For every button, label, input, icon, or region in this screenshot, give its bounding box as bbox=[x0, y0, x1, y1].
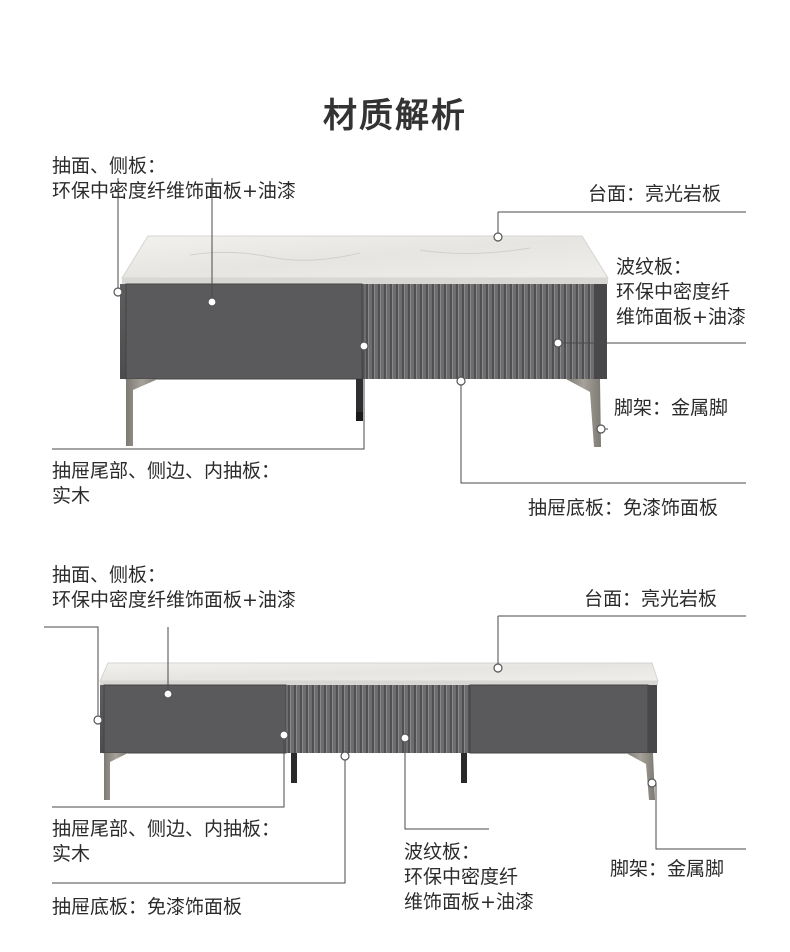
coffee-table-illustration bbox=[52, 178, 746, 484]
tv-cabinet-drawer-right bbox=[469, 684, 649, 754]
s2-drawer-back-line1: 抽屉尾部、侧边、内抽板： bbox=[52, 818, 281, 840]
s1-drawer-back-label: 抽屉尾部、侧边、内抽板： 实木 bbox=[52, 459, 280, 509]
s2-ribbed-label: 波纹板： 环保中密度纤 维饰面板+油漆 bbox=[404, 840, 534, 915]
s1-ribbed-line2: 环保中密度纤 bbox=[616, 281, 731, 303]
coffee-table-top bbox=[121, 235, 609, 279]
s1-drawer-back-line2: 实木 bbox=[52, 485, 91, 507]
s1-ribbed-line1: 波纹板： bbox=[616, 256, 693, 278]
s2-ribbed-line3: 维饰面板+油漆 bbox=[404, 891, 534, 913]
s2-drawer-bottom-label: 抽屉底板：免漆饰面板 bbox=[52, 896, 243, 918]
s2-drawer-back-label: 抽屉尾部、侧边、内抽板： 实木 bbox=[52, 817, 280, 867]
s1-top-label: 台面：亮光岩板 bbox=[588, 183, 722, 205]
s2-drawer-back-line2: 实木 bbox=[52, 843, 91, 865]
s1-drawer-back-line1: 抽屉尾部、侧边、内抽板： bbox=[52, 460, 281, 482]
tv-cabinet-ribbed-panel bbox=[286, 685, 470, 753]
tv-cabinet-drawer-left bbox=[103, 684, 287, 754]
s2-front-side-line1: 抽面、侧板： bbox=[52, 564, 167, 586]
coffee-table-top-edge bbox=[122, 278, 608, 284]
tv-cabinet-illustration bbox=[44, 615, 746, 884]
s2-ribbed-line2: 环保中密度纤 bbox=[404, 866, 519, 888]
coffee-table-leg-right bbox=[566, 379, 601, 447]
s2-top-label: 台面：亮光岩板 bbox=[584, 588, 718, 610]
tv-cabinet-top bbox=[99, 662, 659, 682]
s1-legs-label: 脚架：金属脚 bbox=[614, 397, 729, 419]
tv-cabinet-leg-right bbox=[626, 753, 655, 800]
page-title: 材质解析 bbox=[323, 96, 467, 136]
tv-cabinet-leg-left bbox=[104, 753, 128, 800]
coffee-table-ribbed-panel bbox=[364, 284, 594, 379]
s1-drawer-bottom-label: 抽屉底板：免漆饰面板 bbox=[528, 497, 719, 519]
s1-front-side-line2: 环保中密度纤维饰面板+油漆 bbox=[52, 180, 296, 202]
coffee-table-drawer-front bbox=[125, 283, 363, 380]
s1-ribbed-label: 波纹板： 环保中密度纤 维饰面板+油漆 bbox=[616, 255, 746, 330]
s2-ribbed-line1: 波纹板： bbox=[404, 841, 481, 863]
s1-front-side-line1: 抽面、侧板： bbox=[52, 155, 167, 177]
s1-ribbed-line3: 维饰面板+油漆 bbox=[616, 306, 746, 328]
coffee-table-leg-left bbox=[126, 379, 158, 446]
s2-front-side-label: 抽面、侧板： 环保中密度纤维饰面板+油漆 bbox=[52, 563, 296, 613]
s2-legs-label: 脚架：金属脚 bbox=[610, 858, 725, 880]
s1-front-side-label: 抽面、侧板： 环保中密度纤维饰面板+油漆 bbox=[52, 154, 296, 204]
s2-front-side-line2: 环保中密度纤维饰面板+油漆 bbox=[52, 589, 296, 611]
